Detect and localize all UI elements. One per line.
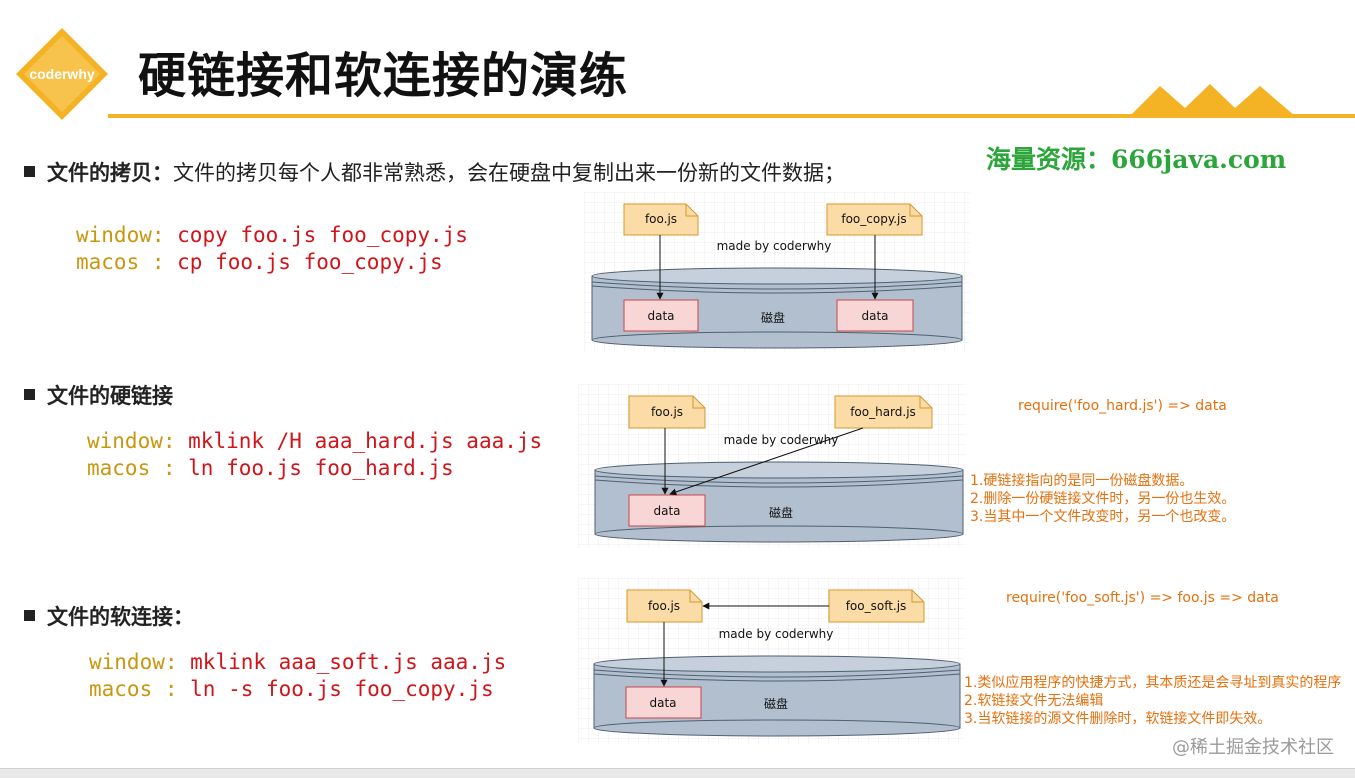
data-block: data	[649, 696, 676, 710]
code-line: macos : ln -s foo.js foo_copy.js	[89, 677, 494, 701]
section-copy-label: 文件的拷贝	[47, 161, 152, 185]
note-line: 3.当其中一个文件改变时，另一个也改变。	[970, 509, 1236, 525]
data-block: data	[647, 309, 674, 323]
disk-label: 磁盘	[764, 696, 788, 711]
diagram-caption: made by coderwhy	[724, 433, 839, 447]
square-bullet-icon	[24, 389, 35, 400]
note-line: 3.当软链接的源文件删除时，软链接文件即失效。	[964, 711, 1272, 727]
watermark-juejin: @稀土掘金技术社区	[1172, 737, 1334, 758]
coderwhy-logo: coderwhy	[16, 28, 108, 120]
code-line: window: mklink aaa_soft.js aaa.js	[89, 650, 507, 674]
section-copy-code: window: copy foo.js foo_copy.js macos : …	[76, 222, 468, 276]
section-soft-heading: 文件的软连接：	[24, 601, 194, 631]
section-hard-label: 文件的硬链接	[47, 384, 173, 408]
note-line: 1.硬链接指向的是同一份磁盘数据。	[970, 473, 1194, 489]
code-line: macos : cp foo.js foo_copy.js	[76, 250, 443, 274]
logo-text: coderwhy	[29, 66, 95, 82]
code-line: window: mklink /H aaa_hard.js aaa.js	[87, 429, 543, 453]
file-note: foo.js	[645, 212, 677, 226]
status-bar	[0, 768, 1355, 778]
note-line: 2.软链接文件无法编辑	[964, 693, 1104, 709]
code-line: window: copy foo.js foo_copy.js	[76, 223, 468, 247]
square-bullet-icon	[24, 166, 35, 177]
section-hard-heading: 文件的硬链接	[24, 380, 173, 410]
file-note: foo_copy.js	[841, 212, 906, 226]
file-note: foo.js	[648, 599, 680, 613]
section-hard-code: window: mklink /H aaa_hard.js aaa.js mac…	[87, 428, 542, 482]
mountain-decoration	[1130, 84, 1295, 116]
disk-cylinder	[593, 655, 961, 737]
diagram-caption: made by coderwhy	[719, 627, 834, 641]
section-soft-label: 文件的软连接	[47, 605, 173, 629]
note-line: 2.删除一份硬链接文件时，另一份也生效。	[970, 491, 1236, 507]
soft-link-notes: 1.类似应用程序的快捷方式，其本质还是会寻址到真实的程序 2.软链接文件无法编辑…	[964, 674, 1341, 728]
square-bullet-icon	[24, 610, 35, 621]
file-note: foo_hard.js	[850, 405, 916, 419]
file-note: foo_soft.js	[846, 599, 907, 613]
disk-label: 磁盘	[769, 505, 793, 520]
section-copy-heading: 文件的拷贝：文件的拷贝每个人都非常熟悉，会在硬盘中复制出来一份新的文件数据；	[24, 157, 845, 187]
hard-link-notes: 1.硬链接指向的是同一份磁盘数据。 2.删除一份硬链接文件时，另一份也生效。 3…	[970, 472, 1235, 526]
diagram-soft-link: 磁盘 data foo.js foo_soft.js made by coder…	[578, 578, 964, 744]
diagram-hard-link: 磁盘 data foo.js foo_hard.js made by coder…	[578, 384, 966, 548]
data-block: data	[861, 309, 888, 323]
watermark-resource: 海量资源：666java.com	[986, 145, 1287, 174]
code-line: macos : ln foo.js foo_hard.js	[87, 456, 454, 480]
file-note: foo.js	[651, 405, 683, 419]
page-title: 硬链接和软连接的演练	[138, 48, 629, 104]
note-line: 1.类似应用程序的快捷方式，其本质还是会寻址到真实的程序	[964, 675, 1342, 691]
require-soft-text: require('foo_soft.js') => foo.js => data	[1006, 590, 1279, 606]
data-block: data	[653, 504, 680, 518]
diagram-caption: made by coderwhy	[717, 239, 832, 253]
section-copy-description: 文件的拷贝每个人都非常熟悉，会在硬盘中复制出来一份新的文件数据；	[173, 161, 845, 185]
section-soft-code: window: mklink aaa_soft.js aaa.js macos …	[89, 649, 506, 703]
diagram-copy: 磁盘 data data foo.js foo_copy.js made by …	[584, 192, 970, 352]
require-hard-text: require('foo_hard.js') => data	[1018, 398, 1227, 414]
disk-label: 磁盘	[761, 310, 785, 325]
title-divider	[108, 114, 1355, 118]
